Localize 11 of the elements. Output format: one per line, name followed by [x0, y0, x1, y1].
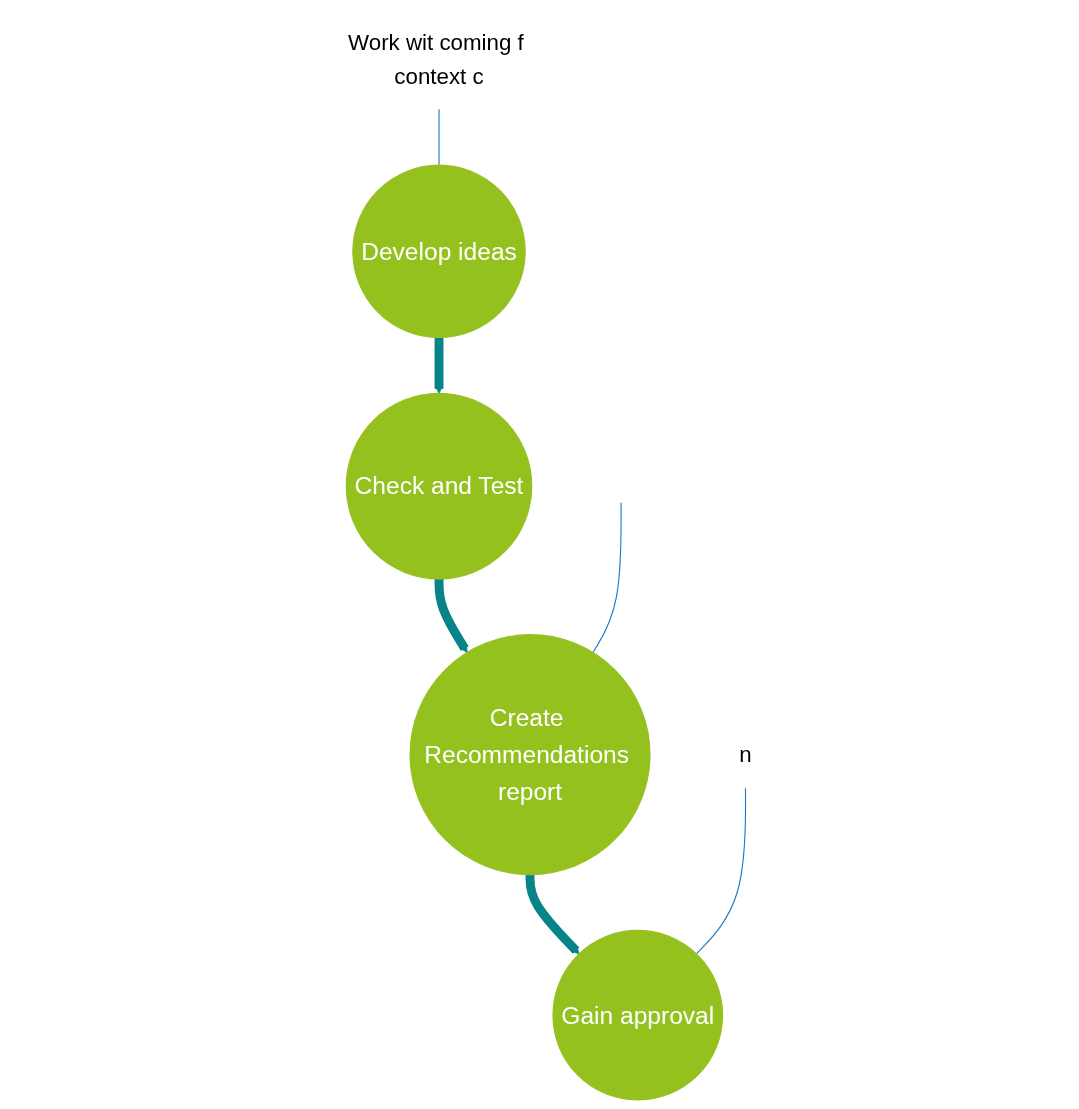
node-circle: Develop ideas	[352, 164, 526, 339]
node-circle: Create Recommendations report	[409, 634, 651, 876]
node-circle: Gain approval	[552, 929, 724, 1101]
node-text: Work wit coming f context c	[348, 30, 524, 89]
arrow	[434, 578, 469, 653]
connector	[695, 787, 746, 955]
node-circle: Check and Test	[345, 392, 533, 580]
arrow	[434, 337, 444, 394]
arrow	[525, 874, 580, 955]
node-text: n	[739, 742, 752, 767]
connector	[592, 502, 622, 654]
